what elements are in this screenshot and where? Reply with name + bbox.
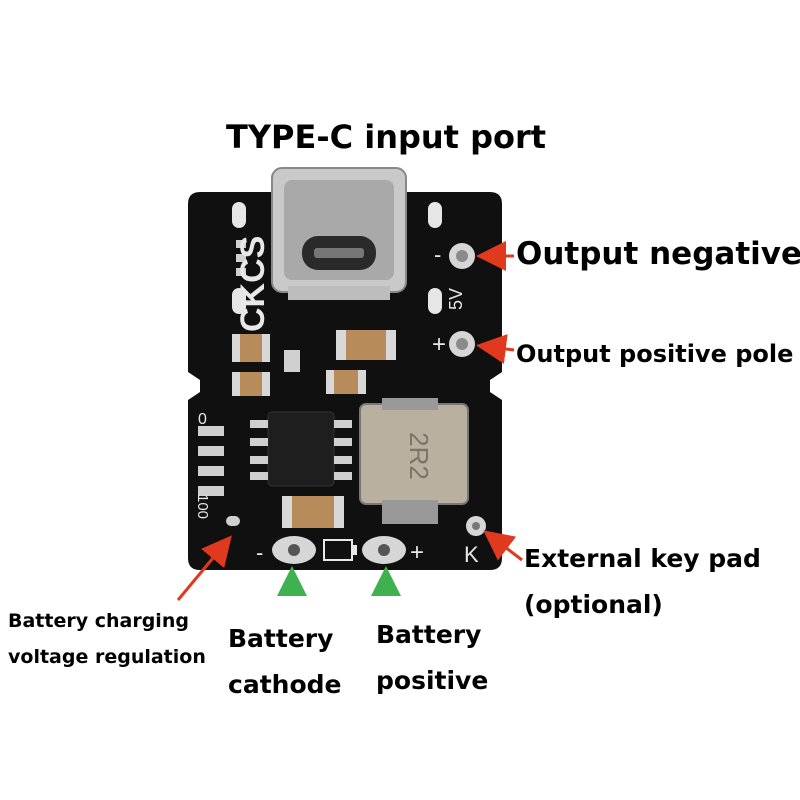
label-battery-positive-line2: positive [376,666,489,695]
output-negative-pad [449,243,475,269]
smd-components [232,240,396,528]
voltage-silkscreen: 5V [446,288,466,310]
usb-c-connector [271,167,407,300]
res-top-silkscreen: 0 [198,411,207,428]
bat-minus-silkscreen: - [256,540,263,565]
label-output-negative: Output negative [516,236,800,272]
battery-symbol [323,539,357,561]
arrow-battery-regulation [176,535,232,601]
external-key-pad [466,516,486,536]
label-battery-regulation-line1: Battery charging [8,610,189,632]
label-battery-cathode-line1: Battery [228,624,334,653]
label-battery-positive-line1: Battery [376,620,482,649]
brand-silkscreen: CKCS [234,236,272,332]
label-output-positive: Output positive pole [516,340,794,368]
bat-plus-silkscreen: + [410,539,424,566]
output-positive-pad [449,331,475,357]
ic-chip [250,411,352,487]
mounting-slots [232,202,442,314]
arrow-output-positive [476,334,515,364]
resistor-ladder [198,426,240,526]
arrow-external-key [483,530,523,562]
inductor-code: 2R2 [404,432,434,480]
key-silkscreen: K [464,542,479,567]
title-type-c-input-port: TYPE-C input port [226,118,547,156]
label-external-key-line1: External key pad [524,544,761,573]
out-minus-silkscreen: - [434,242,441,267]
battery-cathode-pad [272,536,316,564]
label-battery-cathode-line2: cathode [228,670,342,699]
out-plus-silkscreen: + [432,331,446,358]
label-external-key-line2: (optional) [524,590,663,619]
battery-positive-pad [362,536,406,564]
res-bottom-silkscreen: 100 [194,494,211,519]
label-battery-regulation-line2: voltage regulation [8,646,206,668]
inductor: 2R2 [359,398,469,524]
